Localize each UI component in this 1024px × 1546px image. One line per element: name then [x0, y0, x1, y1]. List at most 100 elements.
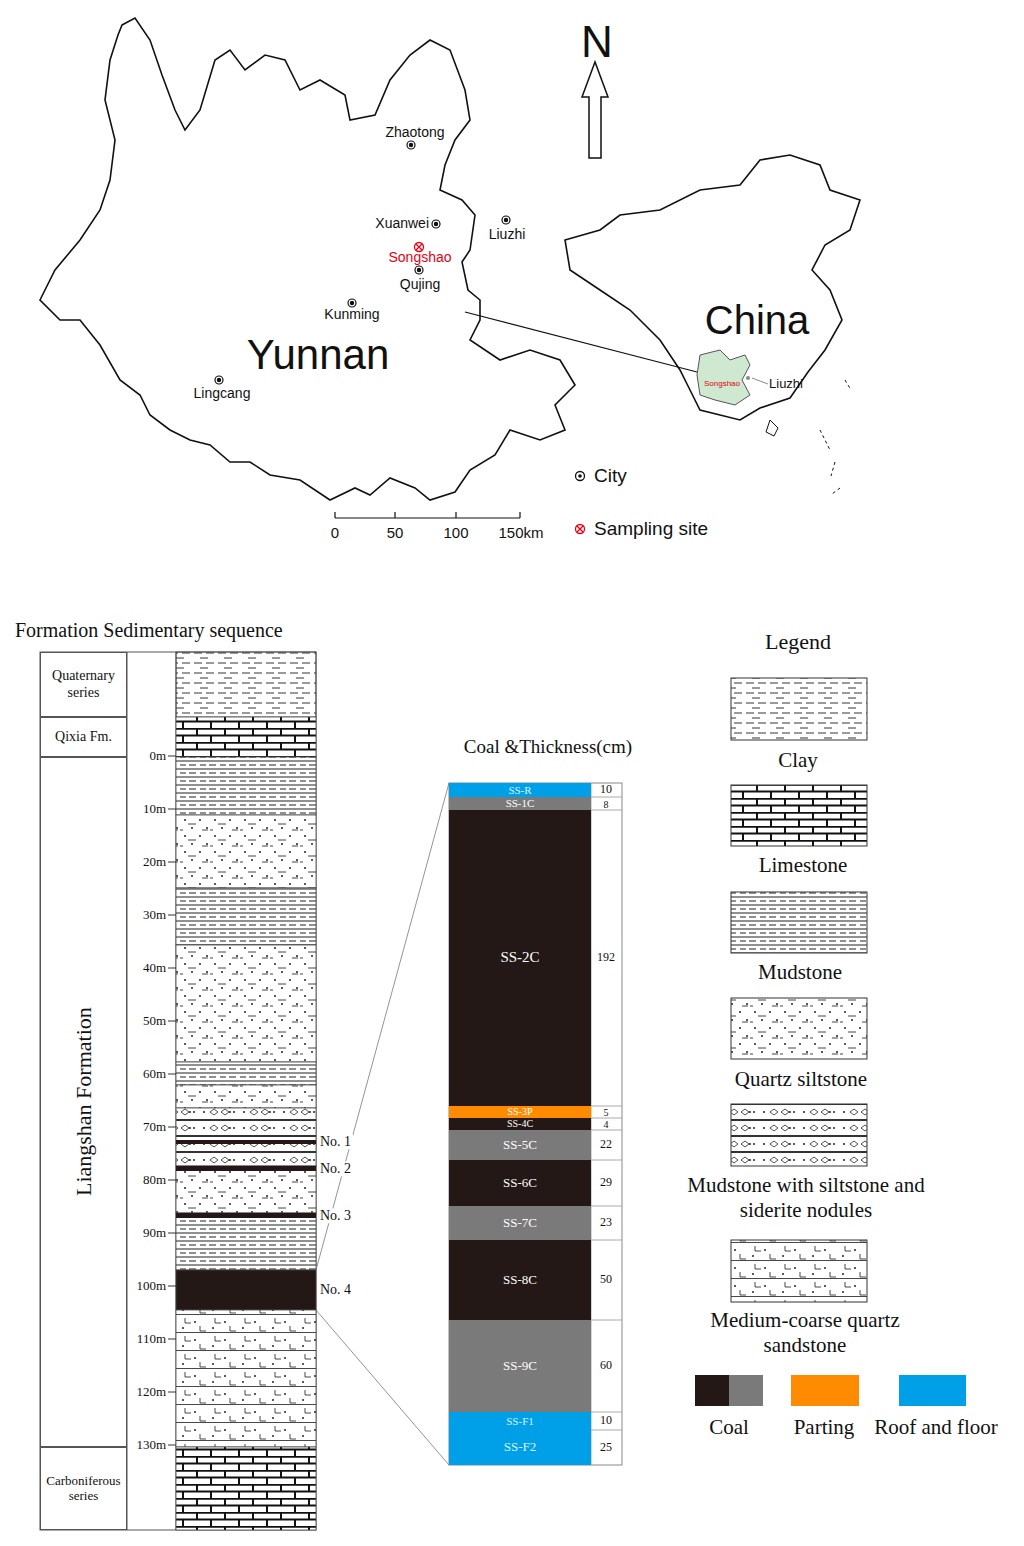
- strat-column: [168, 1339, 176, 1340]
- city-symbol: [215, 376, 223, 384]
- node-text: SS-R: [508, 785, 531, 796]
- depth-label: 60m: [143, 1067, 166, 1081]
- city-symbol: [348, 299, 356, 307]
- formation-cell: Quaternary series: [40, 652, 127, 717]
- strat-column: [176, 1085, 316, 1108]
- thickness-value: 5: [604, 1107, 609, 1118]
- strat-column: [176, 1270, 316, 1310]
- node-text: SS-9C: [503, 1359, 537, 1374]
- coal-seam-band: SS-1C: [449, 797, 591, 810]
- coal-column-frame: [591, 1130, 622, 1131]
- strat-column: [176, 1062, 316, 1085]
- coal-seam-band: SS-3P: [449, 1106, 591, 1118]
- coal-seam-band: SS-R: [449, 783, 591, 797]
- scale-bar: [335, 512, 520, 518]
- depth-label: 120m: [136, 1385, 166, 1399]
- site-label: Songshao: [704, 380, 740, 389]
- coal-column-frame: [449, 783, 622, 1465]
- country-outline: [697, 350, 750, 405]
- scale-label: 0: [331, 525, 339, 542]
- legend-text: Sampling site: [594, 518, 708, 541]
- scale-label: 50: [387, 525, 404, 542]
- strat-column: [176, 652, 316, 717]
- city-symbol: [215, 141, 750, 384]
- strat-column: [168, 756, 176, 757]
- depth-label: 70m: [143, 1120, 166, 1134]
- coal-column-frame: [449, 783, 622, 1465]
- depth-label: 80m: [143, 1173, 166, 1187]
- legend-swatch: [731, 785, 867, 846]
- country-outline: [565, 155, 860, 420]
- thickness-value: 10: [600, 1414, 612, 1427]
- depth-label: 20m: [143, 855, 166, 869]
- strat-column: [168, 1233, 176, 1234]
- coal-column-frame: [591, 1320, 622, 1321]
- thickness-value: 10: [600, 783, 612, 796]
- coal-seam-band: SS-7C: [449, 1206, 591, 1240]
- zoom-line: [316, 783, 449, 1465]
- formation-cell: Carboniferous series: [40, 1447, 127, 1530]
- legend-text: Mudstone with siltstone and siderite nod…: [671, 1173, 941, 1223]
- coal-column-frame: [591, 1118, 622, 1119]
- north-arrow: [582, 62, 608, 158]
- coal-seam-band: SS-F1: [449, 1412, 591, 1430]
- strat-column: [168, 1392, 176, 1393]
- legend-text: Parting: [794, 1415, 855, 1440]
- strat-column: [168, 1127, 176, 1128]
- coal-column-frame: [591, 1240, 622, 1241]
- coal-seam-band: SS-F2: [449, 1430, 591, 1465]
- thickness-value: 60: [600, 1359, 612, 1372]
- strat-column: [168, 1180, 176, 1181]
- legend-swatch: [695, 1375, 729, 1406]
- legend-swatch: [576, 472, 967, 1407]
- seam-number: No. 3: [318, 1208, 353, 1223]
- country-outline: [465, 312, 697, 372]
- coal-column-frame: [591, 1412, 622, 1413]
- node-text: SS-F1: [506, 1416, 534, 1427]
- strat-column: [168, 862, 176, 863]
- seam-number: No. 1: [318, 1134, 353, 1149]
- city-symbol: [350, 301, 353, 304]
- node-text: SS-7C: [503, 1216, 537, 1231]
- coal-seam-band: SS-9C: [449, 1320, 591, 1412]
- site-label: Songshao: [388, 250, 451, 265]
- strat-column: [176, 717, 316, 757]
- legend-swatch: [729, 1375, 763, 1406]
- strat-column: [176, 1213, 316, 1218]
- node-text: SS-3P: [507, 1107, 532, 1117]
- legend-swatch: [899, 1375, 966, 1406]
- section-title: Formation Sedimentary sequence: [15, 619, 283, 641]
- node-text: SS-5C: [503, 1138, 537, 1153]
- coal-column-frame: [591, 810, 622, 811]
- strat-column: [40, 652, 316, 1530]
- legend-swatch: [731, 892, 867, 953]
- strat-column: [176, 888, 316, 945]
- city-symbol: [417, 268, 420, 271]
- legend-text: City: [594, 465, 627, 488]
- legend-sample: [578, 474, 582, 478]
- strat-column: [168, 809, 176, 810]
- strat-column: [168, 1445, 176, 1446]
- thickness-value: 4: [604, 1119, 609, 1130]
- province-outline: [40, 18, 575, 500]
- node-text: Qixia Fm.: [55, 729, 112, 745]
- depth-label: 40m: [143, 961, 166, 975]
- node-text: SS-F2: [504, 1440, 537, 1455]
- north-arrow: [582, 62, 608, 158]
- city-symbol: [407, 141, 415, 149]
- legend-sample: [576, 525, 585, 534]
- strat-column: [168, 968, 176, 969]
- country-outline: [465, 155, 860, 494]
- strat-column: [176, 945, 316, 1062]
- city-label: Liuzhi: [489, 227, 526, 242]
- coal-column-frame: [591, 1206, 622, 1207]
- seam-number: No. 4: [318, 1282, 353, 1297]
- coal-column-frame: [591, 1160, 622, 1161]
- legend-title: Legend: [765, 630, 831, 654]
- strat-column: [176, 1108, 316, 1166]
- depth-label: 90m: [143, 1226, 166, 1240]
- node-text: SS-1C: [506, 798, 535, 809]
- depth-label: 30m: [143, 908, 166, 922]
- thickness-value: 25: [600, 1441, 612, 1454]
